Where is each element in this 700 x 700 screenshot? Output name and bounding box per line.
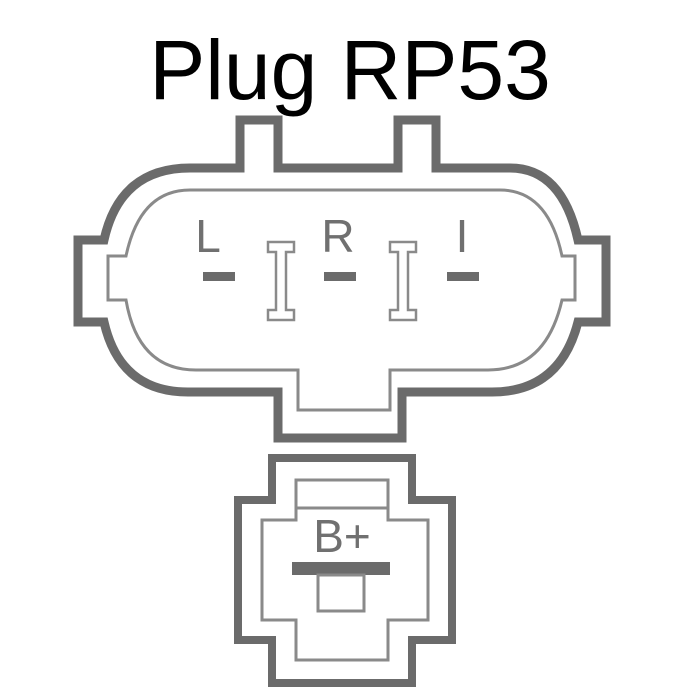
pin-label-b-plus: B+	[313, 510, 371, 562]
pin-terminal-r	[324, 272, 356, 281]
pin-terminal-i	[447, 272, 479, 281]
b-plus-inner-outline	[260, 478, 430, 662]
b-plus-top-ridge	[294, 478, 390, 510]
pin-label-i: I	[456, 210, 469, 262]
b-plus-terminal-post	[316, 573, 366, 613]
key-rib-left	[266, 240, 296, 322]
b-plus-outer-housing	[234, 454, 456, 687]
page-title: Plug RP53	[149, 23, 551, 117]
main-plug-inner-outline	[106, 188, 577, 412]
main-plug-outer-housing	[73, 115, 611, 443]
pin-label-l: L	[195, 210, 221, 262]
pin-label-r: R	[321, 210, 354, 262]
pin-terminal-b-plus	[292, 562, 390, 575]
b-plus-plug: B+	[234, 454, 456, 687]
key-rib-right	[388, 240, 418, 322]
pin-terminal-l	[203, 272, 235, 281]
main-plug: L R I	[73, 115, 611, 443]
